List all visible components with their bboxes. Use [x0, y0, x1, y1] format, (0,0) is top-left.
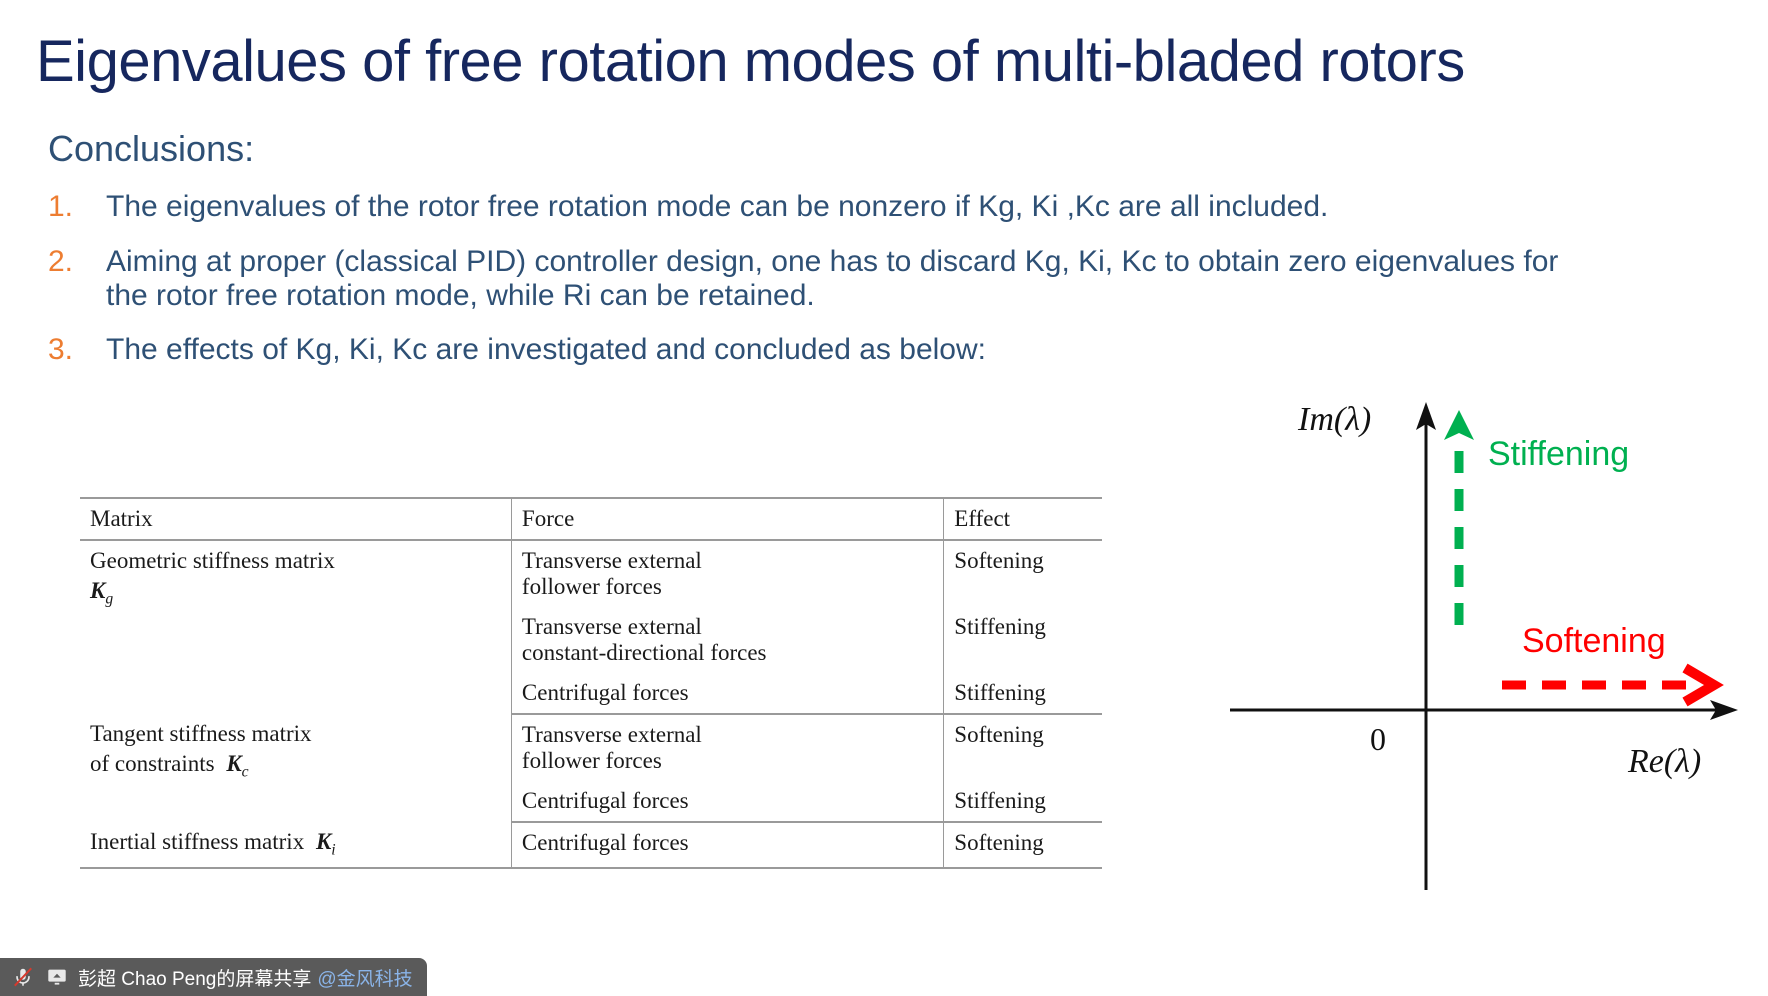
origin-label: 0 — [1370, 721, 1386, 757]
effect-cell: Softening — [943, 822, 1102, 869]
table-header-force: Force — [510, 497, 944, 541]
stiffening-label: Stiffening — [1488, 435, 1629, 473]
effect-cell: Stiffening — [943, 607, 1102, 673]
matrix-cell-ki: Inertial stiffness matrix Ki — [80, 822, 512, 869]
conclusion-text-3: The effects of Kg, Ki, Kc are investigat… — [106, 333, 986, 366]
matrix-name-kc: Tangent stiffness matrix — [90, 721, 312, 746]
force-cell: Transverse external constant-directional… — [510, 607, 944, 673]
softening-label: Softening — [1522, 622, 1666, 660]
table-row: Centrifugal forces Stiffening — [80, 673, 1102, 715]
conclusion-item-3: 3. The effects of Kg, Ki, Kc are investi… — [48, 333, 1608, 367]
imaginary-axis-label: Im(λ) — [1297, 401, 1371, 438]
matrix-symbol-kg: K — [90, 578, 106, 603]
matrix-symbol-kc: K — [226, 751, 242, 776]
microphone-muted-icon[interactable] — [10, 964, 36, 990]
matrix-symbol-ki: K — [315, 829, 332, 854]
effect-cell: Softening — [943, 540, 1102, 607]
conclusion-text-2: Aiming at proper (classical PID) control… — [106, 245, 1559, 312]
conclusion-text-1: The eigenvalues of the rotor free rotati… — [106, 190, 1329, 223]
imaginary-axis-icon — [1416, 402, 1436, 890]
table-row: Centrifugal forces Stiffening — [80, 781, 1102, 823]
matrix-cell-kc: Tangent stiffness matrix of constraints … — [80, 714, 511, 822]
matrix-name-ki: Inertial stiffness matrix — [90, 829, 305, 854]
conclusion-item-2: 2. Aiming at proper (classical PID) cont… — [48, 245, 1608, 313]
conclusion-number-3: 3. — [48, 333, 74, 366]
force-cell: Centrifugal forces — [510, 673, 944, 715]
matrix-cell-kg: Geometric stiffness matrix Kg — [80, 540, 511, 714]
complex-plane-diagram: Im(λ) Re(λ) 0 Stiffening Softening — [1230, 380, 1768, 900]
real-axis-icon — [1230, 700, 1738, 720]
effect-cell: Stiffening — [943, 673, 1102, 715]
force-cell: Transverse external follower forces — [510, 714, 944, 781]
table-header-effect: Effect — [943, 497, 1102, 541]
table-row: Geometric stiffness matrix Kg Transverse… — [80, 540, 1102, 608]
conclusions-heading: Conclusions: — [48, 128, 255, 169]
force-line-2: follower forces — [521, 748, 662, 773]
share-org-label: @金风科技 — [317, 968, 413, 990]
matrix-name-kc-line2: of constraints — [90, 751, 215, 776]
screen-share-bar[interactable]: 彭超 Chao Peng的屏幕共享 @金风科技 — [0, 958, 427, 996]
table-row: Tangent stiffness matrix of constraints … — [80, 714, 1102, 781]
force-line-1: Transverse external — [521, 614, 702, 639]
force-cell: Centrifugal forces — [510, 822, 944, 869]
force-cell: Transverse external follower forces — [510, 540, 944, 607]
matrix-subscript-ki: i — [331, 841, 336, 859]
softening-arrow-icon — [1502, 663, 1724, 707]
real-axis-label: Re(λ) — [1627, 743, 1701, 780]
effect-cell: Softening — [943, 714, 1102, 781]
effect-cell: Stiffening — [943, 781, 1102, 823]
screen-share-icon[interactable] — [44, 964, 70, 990]
force-line-1: Transverse external — [521, 722, 702, 747]
matrix-subscript-kc: c — [241, 763, 249, 781]
force-cell: Centrifugal forces — [510, 781, 944, 823]
conclusion-item-1: 1. The eigenvalues of the rotor free rot… — [48, 190, 1608, 224]
force-line-1: Transverse external — [521, 548, 702, 573]
matrix-subscript-kg: g — [105, 590, 114, 608]
table-row: Inertial stiffness matrix Ki Centrifugal… — [80, 822, 1102, 869]
page-title: Eigenvalues of free rotation modes of mu… — [36, 29, 1465, 94]
share-owner-label: 彭超 Chao Peng的屏幕共享 — [78, 968, 312, 990]
matrix-name-kg: Geometric stiffness matrix — [90, 548, 335, 573]
table-header-matrix: Matrix — [80, 497, 512, 541]
force-line-2: follower forces — [521, 574, 662, 599]
conclusion-number-2: 2. — [48, 245, 74, 278]
effects-table: Matrix Force Effect Geometric stiffness … — [80, 497, 1102, 869]
conclusion-number-1: 1. — [48, 190, 74, 223]
force-line-2: constant-directional forces — [521, 640, 767, 665]
stiffening-arrow-icon — [1444, 410, 1474, 625]
table-header-row: Matrix Force Effect — [80, 497, 1102, 541]
table-row: Transverse external constant-directional… — [80, 607, 1102, 673]
